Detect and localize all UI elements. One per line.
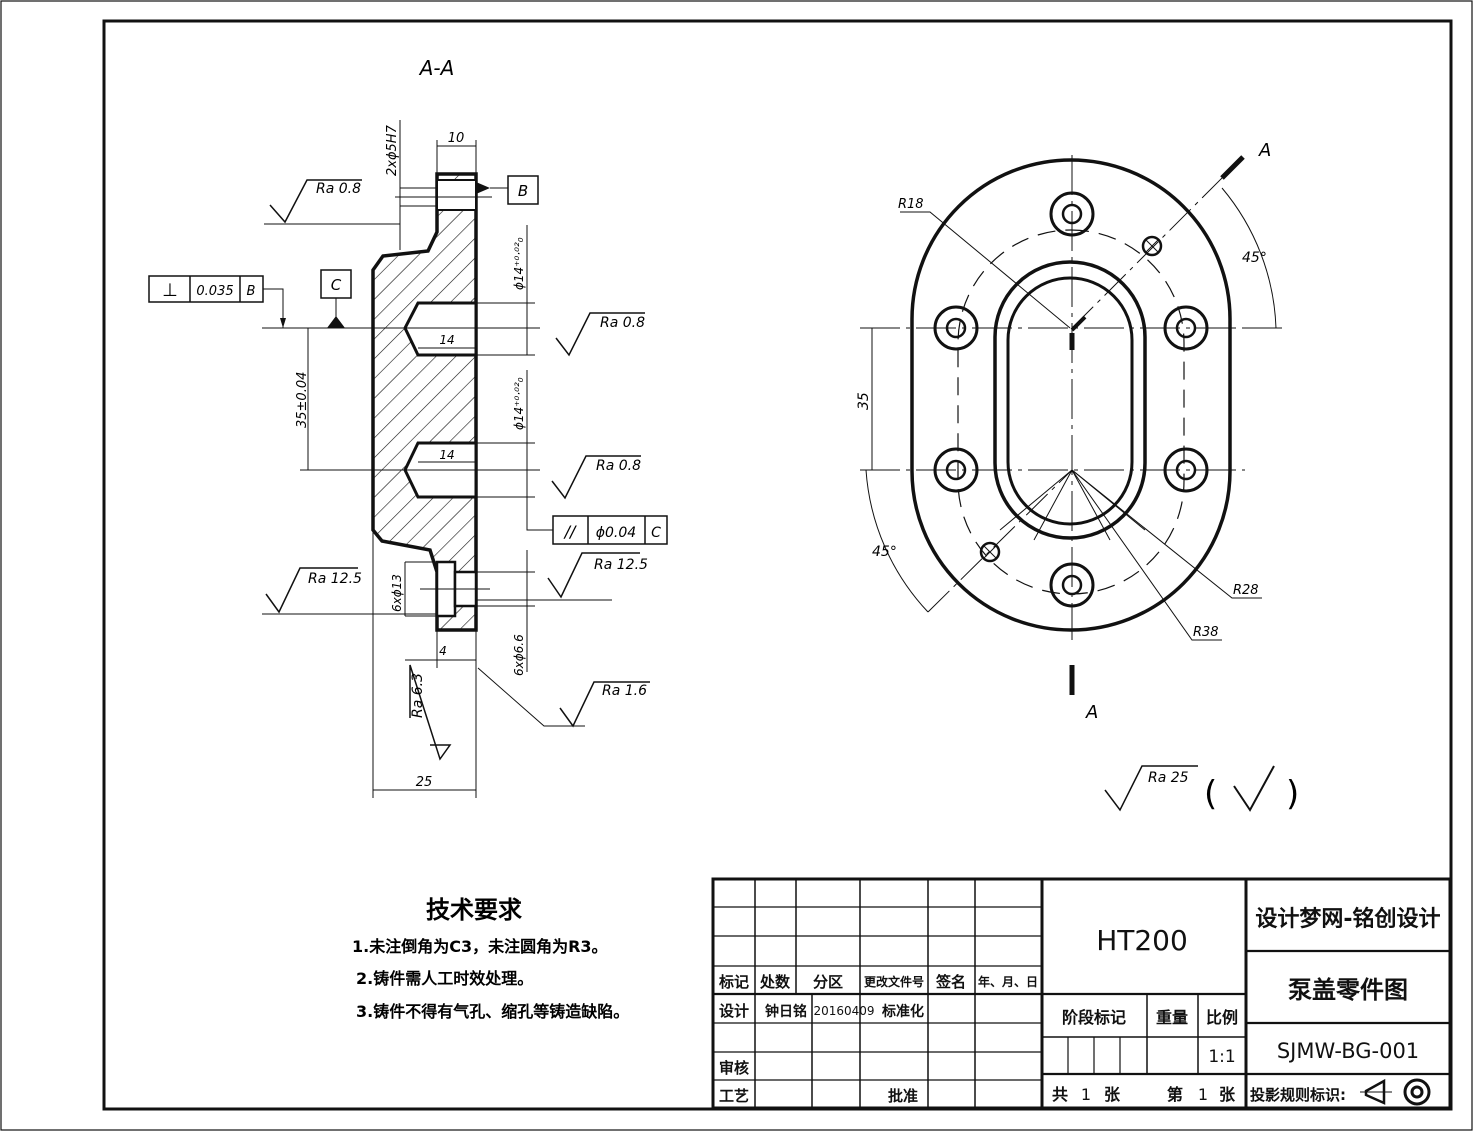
sheet-no-a: 第: [1167, 1085, 1183, 1104]
rough-side: Ra 6.3: [410, 673, 426, 718]
title-block-text: 标记 处数 分区 更改文件号 签名 年、月、日 设计 钟日铭 20160409 …: [718, 906, 1441, 1105]
groove-inner: [1006, 276, 1134, 526]
sheets-total-b: 张: [1104, 1085, 1121, 1104]
stage-label: 阶段标记: [1062, 1008, 1126, 1027]
approve-label: 批准: [888, 1087, 918, 1105]
paren-close: ): [1286, 774, 1299, 814]
projection-symbol-icon: [1360, 1078, 1431, 1106]
dim-total: 25: [416, 775, 433, 790]
plan-view: A A R18 R28 R38 45° 45° 35: [856, 140, 1282, 723]
datum-b: B: [518, 182, 528, 200]
dim-counterbore: 6xϕ13: [390, 574, 404, 612]
groove-outer: [993, 260, 1147, 540]
dim-bolt-hole: 6xϕ6.6: [512, 634, 526, 676]
section-label: A-A: [418, 56, 455, 80]
sheet-no-b: 张: [1219, 1085, 1236, 1104]
material: HT200: [1096, 924, 1188, 957]
hole-upper: [403, 301, 478, 357]
hdr-date: 年、月、日: [978, 974, 1038, 989]
company: 设计梦网-铭创设计: [1255, 906, 1440, 932]
outline: [910, 158, 1232, 632]
rough-right-low: Ra 12.5: [594, 557, 648, 573]
section-view: 10 2xϕ5H7 B Ra 0.8 ⊥ 0.035 B C ϕ14⁺⁰·: [148, 120, 668, 798]
dim-hole1-dia: ϕ14⁺⁰·⁰²₀: [512, 237, 526, 290]
dim-hole2-depth: 14: [439, 448, 454, 462]
angle-bottom: 45°: [872, 544, 897, 560]
dim-hole-top: 2xϕ5H7: [385, 124, 400, 176]
tech-requirements: 技术要求 1.未注倒角为C3，未注圆角为R3。 2.铸件需人工时效处理。 3.铸…: [352, 896, 629, 1021]
dim-hole2-dia: ϕ14⁺⁰·⁰²₀: [512, 377, 526, 430]
par-symbol: //: [563, 522, 577, 541]
r28-label: R28: [1233, 583, 1259, 598]
dim-step: 4: [439, 644, 447, 658]
rough-left-low: Ra 12.5: [308, 571, 362, 587]
title-block: [711, 877, 1452, 1110]
general-roughness: Ra 25 ( ): [1104, 765, 1299, 814]
inner-border: [102, 19, 1453, 1111]
bolt-hole-marks: [933, 191, 1209, 608]
designer: 钟日铭: [765, 1003, 807, 1020]
hdr-mark: 标记: [718, 973, 749, 991]
sheets-total-n: 1: [1081, 1085, 1091, 1104]
rough-hole1: Ra 0.8: [600, 315, 645, 331]
projection-label: 投影规则标识:: [1250, 1086, 1346, 1104]
hdr-sign: 签名: [935, 973, 966, 991]
review-label: 审核: [719, 1059, 749, 1077]
general-roughness-label: Ra 25: [1148, 770, 1189, 786]
dim-35: 35: [856, 392, 872, 410]
tech-title: 技术要求: [426, 896, 522, 924]
sheets-total-a: 共: [1052, 1085, 1068, 1104]
rough-face: Ra 1.6: [602, 683, 647, 699]
ratio-value: 1:1: [1208, 1047, 1235, 1067]
tech-item-1: 1.未注倒角为C3，未注圆角为R3。: [352, 937, 608, 956]
sheet-no-n: 1: [1198, 1085, 1208, 1104]
dim-hole1-depth: 14: [439, 333, 454, 347]
weight-label: 重量: [1156, 1008, 1188, 1027]
cut-a-bottom: A: [1085, 702, 1098, 723]
part-name: 泵盖零件图: [1288, 976, 1408, 1004]
paren-open: (: [1204, 774, 1217, 814]
design-label: 设计: [719, 1002, 749, 1020]
hdr-docno: 更改文件号: [864, 974, 924, 989]
dim-spacing: 35±0.04: [295, 372, 310, 428]
tech-item-2: 2.铸件需人工时效处理。: [356, 969, 533, 988]
standard-label: 标准化: [881, 1003, 924, 1020]
hdr-count: 处数: [759, 973, 791, 991]
process-label: 工艺: [719, 1087, 749, 1105]
angle-top: 45°: [1242, 250, 1267, 266]
ratio-label: 比例: [1206, 1008, 1238, 1027]
hdr-zone: 分区: [813, 973, 843, 991]
drawing-no: SJMW-BG-001: [1277, 1039, 1419, 1063]
r18-label: R18: [898, 197, 924, 212]
design-date: 20160409: [813, 1004, 874, 1018]
par-value: ϕ0.04: [596, 525, 636, 541]
pin-hole: [436, 179, 477, 211]
perp-value: 0.035: [196, 284, 233, 299]
r38-label: R38: [1193, 625, 1219, 640]
perp-symbol: ⊥: [162, 280, 178, 301]
rough-hole2: Ra 0.8: [596, 458, 641, 474]
rough-top: Ra 0.8: [316, 181, 361, 197]
par-datum: C: [651, 525, 661, 541]
tech-item-3: 3.铸件不得有气孔、缩孔等铸造缺陷。: [356, 1002, 629, 1021]
perp-datum: B: [247, 284, 256, 299]
cut-a-top: A: [1258, 140, 1271, 161]
datum-c: C: [331, 276, 342, 294]
dim-top-width: 10: [448, 131, 465, 146]
